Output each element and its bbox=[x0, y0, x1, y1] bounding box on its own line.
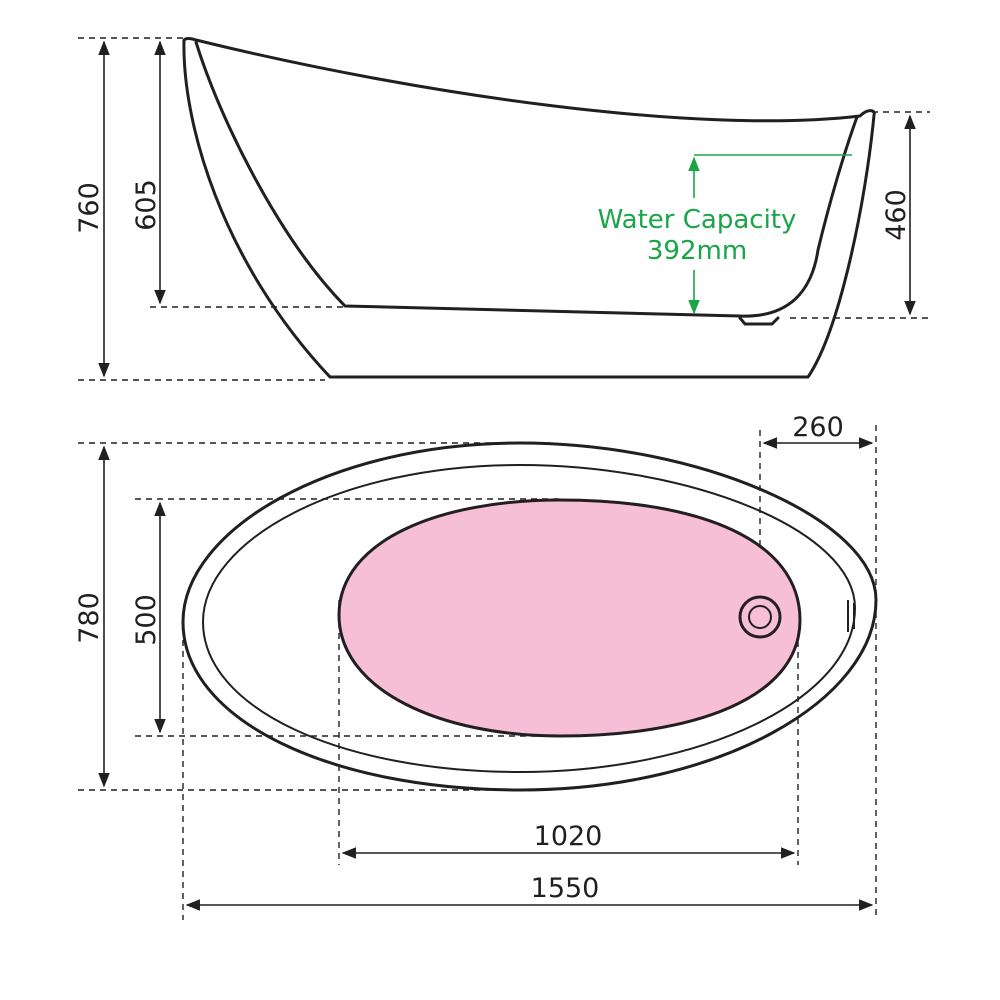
dimension-label-780: 780 bbox=[74, 592, 105, 644]
dimension-label-605: 605 bbox=[131, 179, 162, 231]
dimension-label-760: 760 bbox=[74, 182, 105, 234]
waste-outlet-outer bbox=[738, 595, 782, 639]
water-capacity-label: Water Capacity bbox=[598, 205, 797, 235]
water-capacity-value: 392mm bbox=[647, 236, 747, 266]
tub-top-outer-rim bbox=[181, 441, 878, 792]
tub-basin-floor bbox=[337, 498, 802, 738]
tub-top-inner-rim bbox=[201, 463, 857, 774]
drain-detail bbox=[738, 316, 780, 326]
waste-outlet-inner bbox=[748, 605, 772, 629]
dimension-label-1020: 1020 bbox=[534, 821, 603, 852]
tub-side-outer-outline bbox=[182, 37, 876, 379]
dimension-label-1550: 1550 bbox=[531, 873, 600, 904]
overflow-slot bbox=[847, 600, 855, 632]
top-view: 780 500 260 1020 1550 bbox=[74, 412, 878, 920]
dimension-label-260: 260 bbox=[792, 412, 844, 443]
tub-side-inner-outline bbox=[194, 40, 859, 318]
dimension-label-460: 460 bbox=[881, 189, 912, 241]
side-view: 760 605 460 Water Capacity 392mm bbox=[74, 37, 930, 381]
dimension-label-500: 500 bbox=[131, 594, 162, 646]
